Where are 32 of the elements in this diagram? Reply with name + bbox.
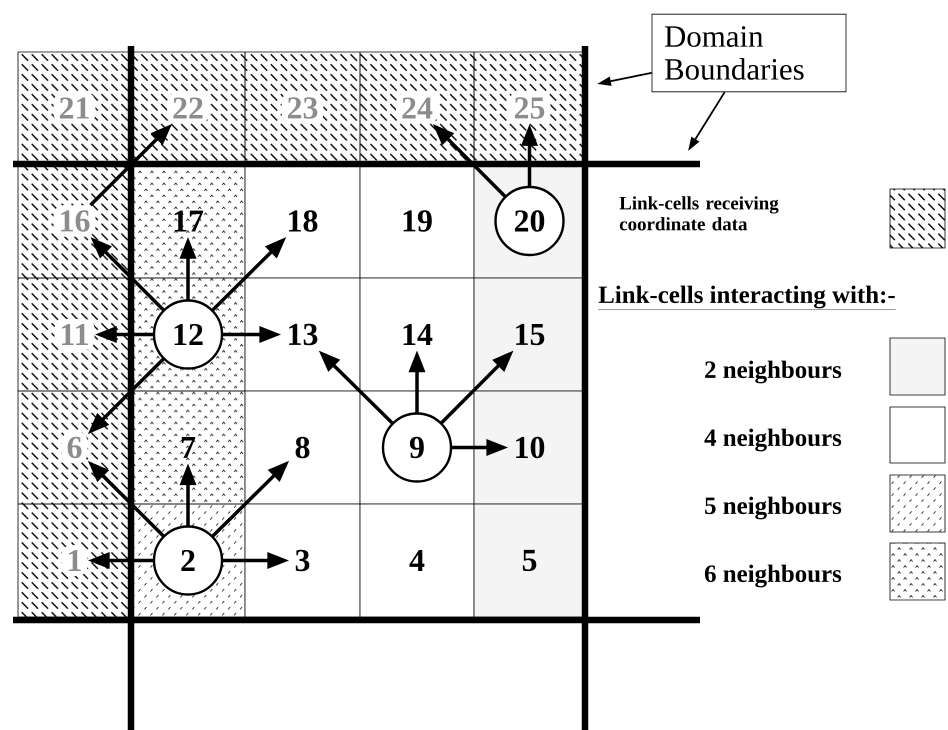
grid-cell: 16 [18,164,132,278]
circled-cell: 9 [360,390,474,504]
grid-cell: 15 [474,278,586,392]
callout-box: Domain Boundaries [652,14,846,92]
circled-cell: 2 [130,504,246,618]
grid-cell: 5 [474,504,586,618]
legend-label: 5 neighbours [705,496,842,520]
grid-cell: 13 [244,278,360,392]
legend-label: 6 neighbours [704,564,842,588]
grid-cell: 8 [244,390,360,504]
grid-cell: 4 [360,504,474,618]
grid-cell: 19 [360,164,474,278]
legend-label: Link-cells receiving coordinate data [620,196,779,230]
grid-cell: 17 [130,164,246,278]
grid-cell: 25 [474,52,586,164]
grid-cell: 11 [18,278,132,392]
grid-cell: 14 [360,278,474,392]
grid-cell: 24 [360,52,474,164]
grid-cell: 10 [474,390,586,504]
grid-cell: 1 [18,504,132,618]
grid-cell: 23 [244,52,360,164]
circled-cell: 20 [474,164,586,278]
legend-heading: Link-cells interacting with:- [598,286,896,310]
grid-cell: 6 [18,390,132,504]
grid-cell: 7 [130,390,246,504]
legend-label: 2 neighbours [705,360,842,384]
circled-cell: 12 [130,278,246,392]
grid-cell: 21 [18,52,132,164]
grid-cell: 22 [130,52,246,164]
grid-cell: 18 [244,164,360,278]
legend-label: 4 neighbours [704,428,842,452]
grid-cell: 3 [244,504,360,618]
